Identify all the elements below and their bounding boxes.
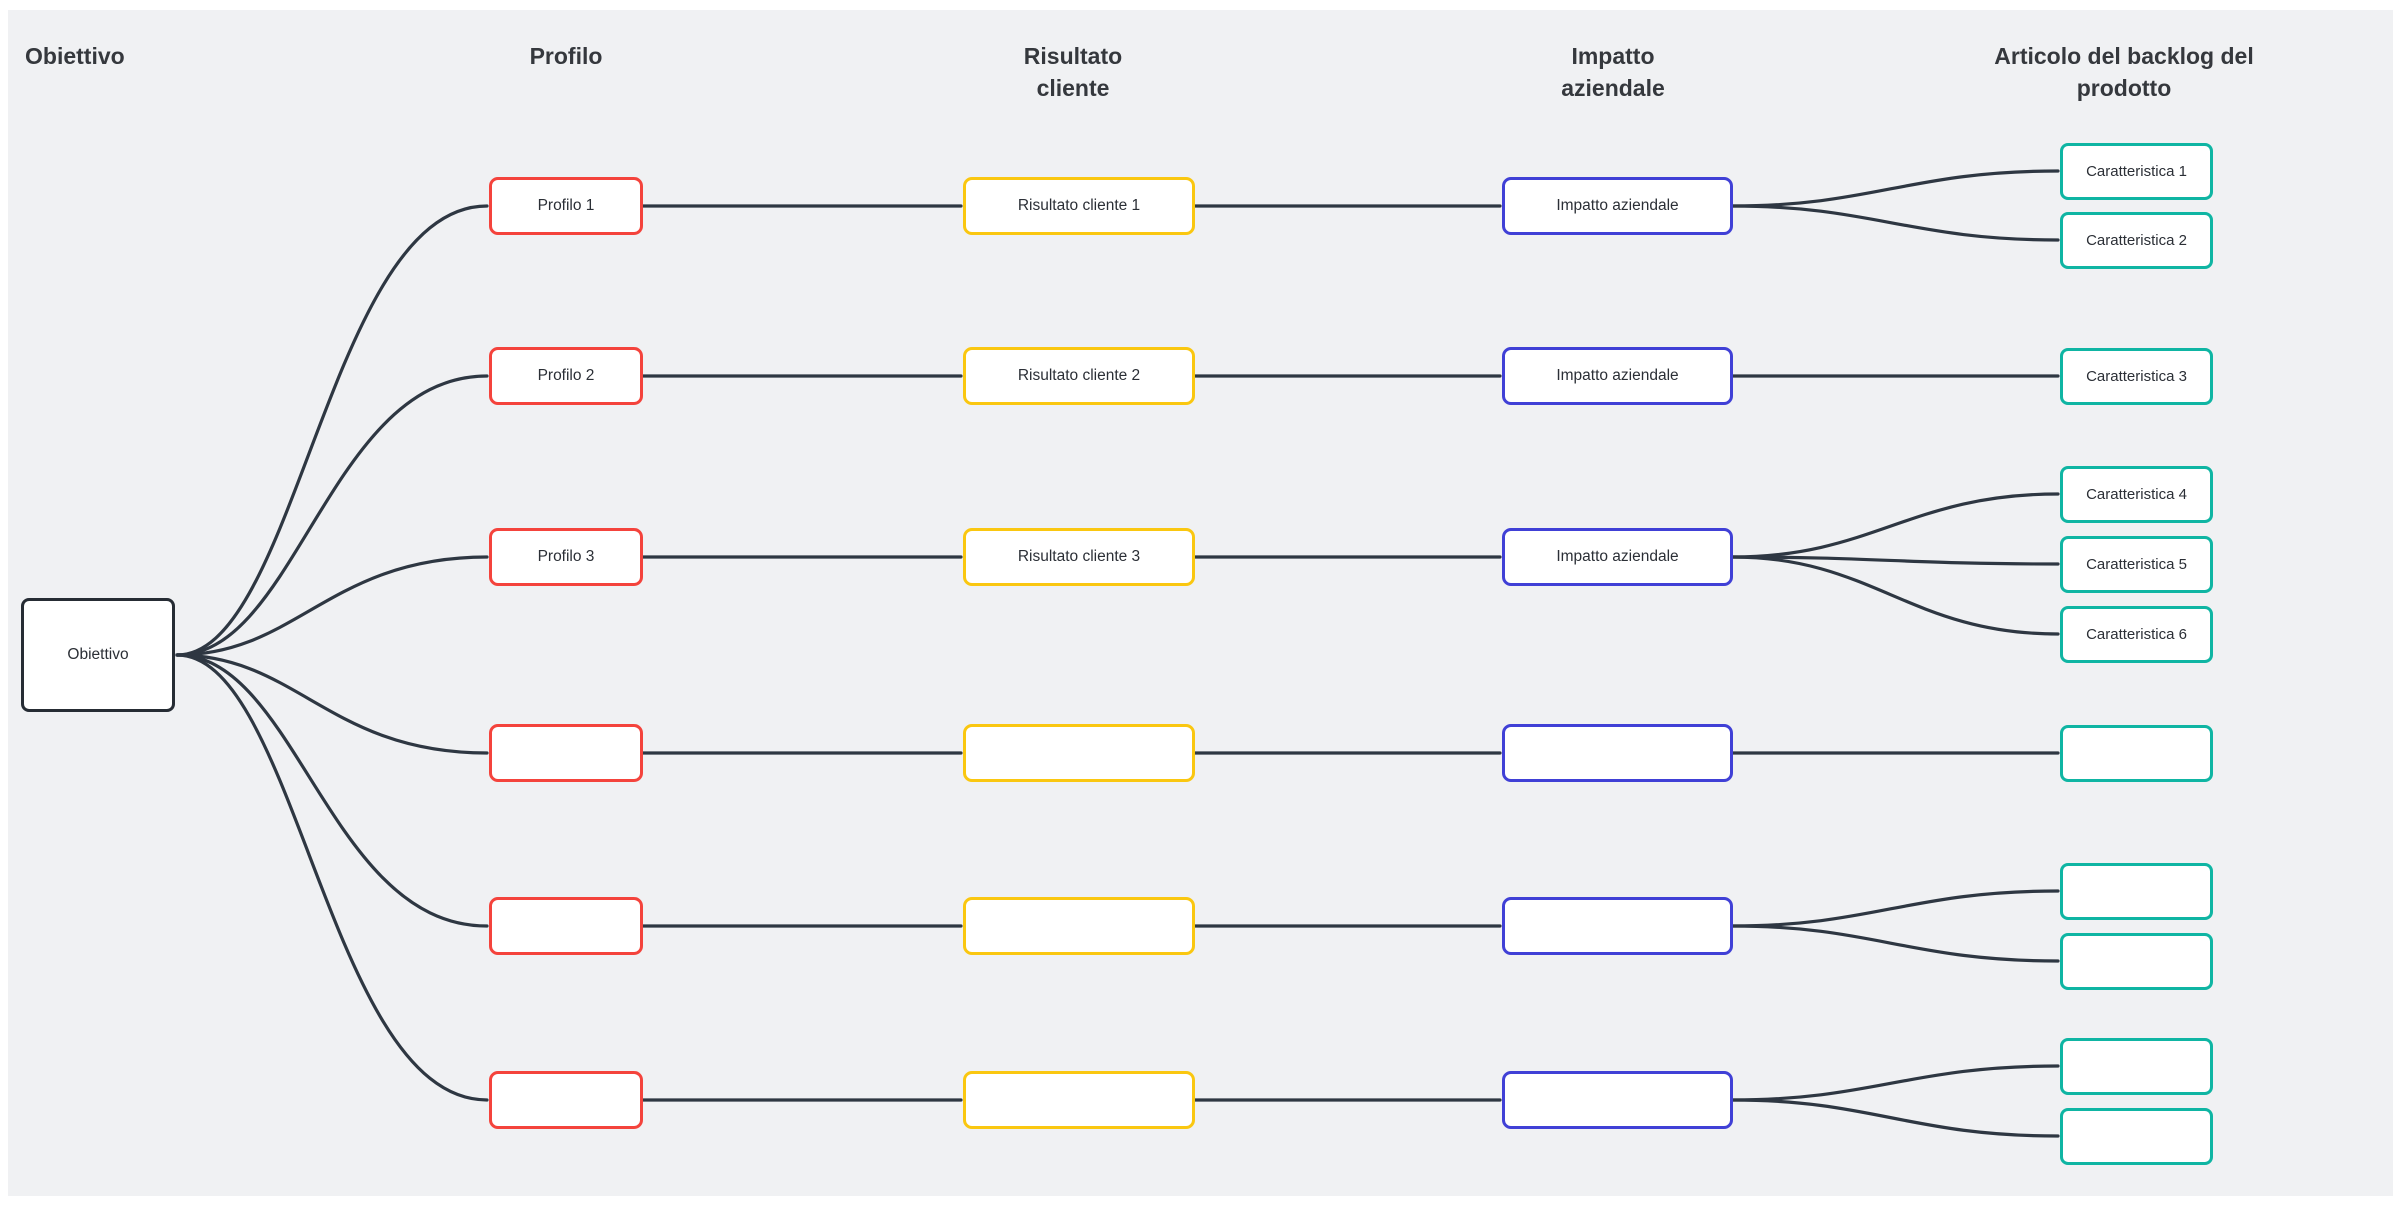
backlog-item-node[interactable]: Caratteristica 1	[2060, 142, 2213, 200]
connector[interactable]	[1731, 492, 2060, 559]
backlog-item-node[interactable]	[2060, 932, 2213, 990]
column-header-backlog-item: Articolo del backlog del prodotto	[1994, 43, 2254, 101]
column-header-profile: Profilo	[529, 43, 603, 69]
backlog-item-node[interactable]: Caratteristica 2	[2060, 211, 2213, 269]
connector[interactable]	[1731, 204, 2060, 242]
column-header-business-impact: Impatto aziendale	[1561, 43, 1665, 101]
business-impact-node[interactable]	[1502, 1071, 1733, 1129]
business-impact-node[interactable]	[1502, 724, 1733, 782]
connector[interactable]	[1731, 924, 2060, 963]
backlog-item-node[interactable]: Caratteristica 6	[2060, 605, 2213, 663]
column-header-customer-result: Risultato cliente	[1023, 43, 1123, 101]
business-impact-node[interactable]: Impatto aziendale	[1502, 347, 1733, 405]
backlog-item-node[interactable]: Caratteristica 4	[2060, 465, 2213, 523]
connector[interactable]	[175, 653, 489, 928]
backlog-item-node[interactable]	[2060, 724, 2213, 782]
connector[interactable]	[1731, 1064, 2060, 1102]
customer-result-node[interactable]	[963, 897, 1195, 955]
backlog-item-node[interactable]: Caratteristica 3	[2060, 347, 2213, 405]
customer-result-node[interactable]: Risultato cliente 3	[963, 528, 1195, 586]
connector[interactable]	[1731, 555, 2060, 636]
profile-node[interactable]: Profilo 3	[489, 528, 643, 586]
customer-result-node[interactable]: Risultato cliente 1	[963, 177, 1195, 235]
connector[interactable]	[1731, 889, 2060, 928]
backlog-item-node[interactable]: Caratteristica 5	[2060, 535, 2213, 593]
connector[interactable]	[1731, 555, 2060, 566]
connector[interactable]	[1731, 1098, 2060, 1138]
customer-result-node[interactable]: Risultato cliente 2	[963, 347, 1195, 405]
profile-node[interactable]: Profilo 2	[489, 347, 643, 405]
connector[interactable]	[175, 653, 489, 755]
objective-node[interactable]: Obiettivo	[21, 598, 175, 712]
business-impact-node[interactable]: Impatto aziendale	[1502, 177, 1733, 235]
mind-map-canvas: Obiettivo Profilo Risultato cliente Impa…	[8, 10, 2393, 1196]
profile-node[interactable]	[489, 1071, 643, 1129]
connector[interactable]	[175, 653, 489, 1102]
profile-node[interactable]	[489, 724, 643, 782]
profile-node[interactable]	[489, 897, 643, 955]
backlog-item-node[interactable]	[2060, 862, 2213, 920]
profile-node[interactable]: Profilo 1	[489, 177, 643, 235]
business-impact-node[interactable]: Impatto aziendale	[1502, 528, 1733, 586]
customer-result-node[interactable]	[963, 1071, 1195, 1129]
business-impact-node[interactable]	[1502, 897, 1733, 955]
connector[interactable]	[175, 374, 489, 657]
customer-result-node[interactable]	[963, 724, 1195, 782]
connector[interactable]	[1731, 169, 2060, 208]
backlog-item-node[interactable]	[2060, 1037, 2213, 1095]
column-header-objective: Obiettivo	[25, 43, 125, 69]
connector[interactable]	[175, 555, 489, 657]
backlog-item-node[interactable]	[2060, 1107, 2213, 1165]
connector[interactable]	[175, 204, 489, 657]
